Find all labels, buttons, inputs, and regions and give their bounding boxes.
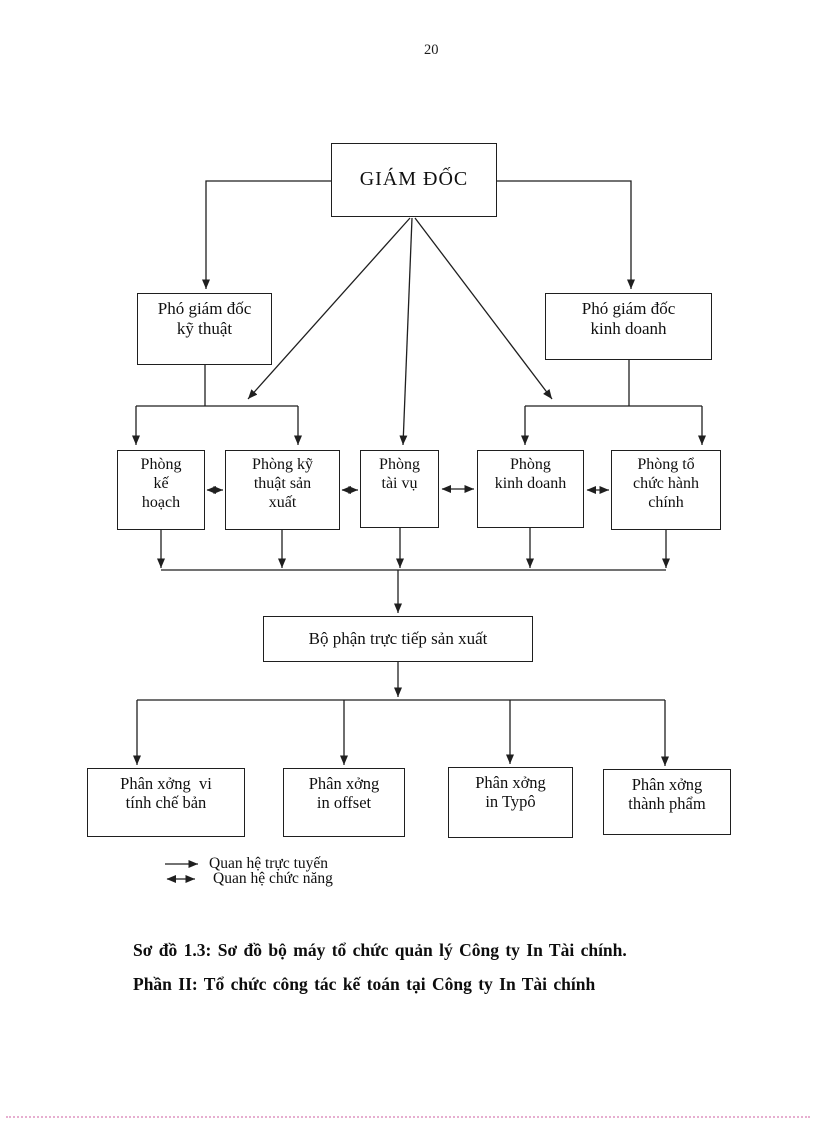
figure-caption: Sơ đồ 1.3: Sơ đồ bộ máy tổ chức quản lý … <box>133 940 627 960</box>
page-number: 20 <box>424 42 439 58</box>
org-box-workshop-finishing: Phân xởng thành phẩm <box>603 769 731 835</box>
org-box-workshop-typo: Phân xởng in Typô <box>448 767 573 838</box>
double-arrow-icon <box>164 874 204 884</box>
org-box-dept-planning: Phòng kế hoạch <box>117 450 205 530</box>
org-box-dept-business: Phòng kinh doanh <box>477 450 584 528</box>
org-box-workshop-prepress: Phân xởng vi tính chế bản <box>87 768 245 837</box>
org-box-director: GIÁM ĐỐC <box>331 143 497 217</box>
captions: Sơ đồ 1.3: Sơ đồ bộ máy tổ chức quản lý … <box>133 940 753 995</box>
legend-label-functional: Quan hệ chức năng <box>213 869 333 887</box>
org-box-deputy-technical: Phó giám đốc kỹ thuật <box>137 293 272 365</box>
section-heading: Phần II: Tổ chức công tác kế toán tại Cô… <box>133 974 596 994</box>
org-box-dept-admin-organization: Phòng tổ chức hành chính <box>611 450 721 530</box>
single-arrow-icon <box>164 859 204 869</box>
org-box-production-unit: Bộ phận trực tiếp sản xuất <box>263 616 533 662</box>
legend-label-direct: Quan hệ trực tuyến <box>209 854 329 872</box>
org-box-dept-production-technology: Phòng kỹ thuật sản xuất <box>225 450 340 530</box>
bottom-dotted-rule <box>6 1116 810 1118</box>
legend-item-direct: Quan hệ trực tuyến <box>164 854 333 872</box>
org-box-deputy-business: Phó giám đốc kinh doanh <box>545 293 712 360</box>
org-box-dept-finance: Phòng tài vụ <box>360 450 439 528</box>
org-box-workshop-offset: Phân xởng in offset <box>283 768 405 837</box>
legend-item-functional: Quan hệ chức năng <box>164 869 333 887</box>
legend: Quan hệ trực tuyến Quan hệ chức năng <box>164 854 333 887</box>
